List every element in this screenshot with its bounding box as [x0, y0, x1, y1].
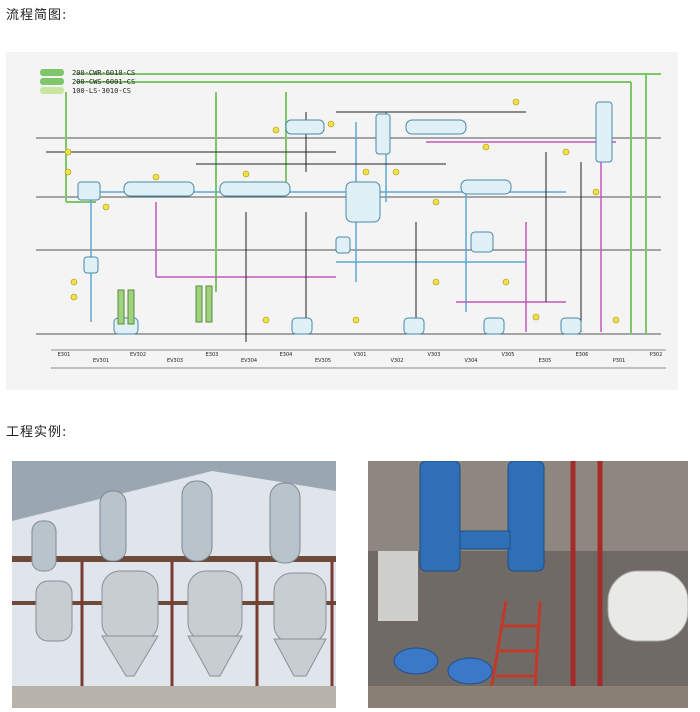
equipment-tag: EV303: [167, 358, 183, 364]
equipment-tag: EV304: [241, 358, 257, 364]
equipment-tag: V303: [428, 352, 441, 358]
pump-station-photo: [368, 461, 688, 708]
equipment-tag: EV305: [315, 358, 331, 364]
projects-heading: 工程实例:: [6, 425, 68, 440]
flow-diagram-heading: 流程简图:: [6, 8, 68, 23]
process-flow-diagram: 200-CWR-6010-CS 200-CWS-6001-CS 100-LS-3…: [6, 52, 678, 390]
process-lines: [46, 111, 582, 342]
equipment-tag: P301: [613, 358, 626, 364]
columns: [117, 285, 213, 325]
product-lines: [155, 141, 616, 332]
pipe-label-3: 100-LS-3010-CS: [72, 87, 131, 95]
equipment-vessels: [77, 101, 613, 335]
equipment-tag: V302: [391, 358, 404, 364]
pipe-label-tags: 200-CWR-6010-CS 200-CWS-6001-CS 100-LS-3…: [40, 69, 135, 95]
instruments: [64, 98, 620, 324]
pipe-label-2: 200-CWS-6001-CS: [72, 78, 135, 86]
equipment-tag: EV302: [130, 352, 146, 358]
equipment-tag-rows: [51, 349, 666, 369]
equipment-tag: E305: [539, 358, 552, 364]
equipment-tag: V305: [502, 352, 515, 358]
equipment-tag: E304: [280, 352, 293, 358]
cooling-water-lines: [65, 73, 661, 334]
equipment-tag: E301: [58, 352, 71, 358]
equipment-tag: V301: [354, 352, 367, 358]
equipment-tag: E306: [576, 352, 589, 358]
evaporator-towers-photo: [12, 461, 336, 708]
pipe-label-1: 200-CWR-6010-CS: [72, 69, 135, 77]
steam-lines: [90, 112, 566, 322]
equipment-tag: E303: [206, 352, 219, 358]
equipment-tag: P302: [650, 352, 663, 358]
equipment-tag: V304: [465, 358, 478, 364]
equipment-tag: EV301: [93, 358, 109, 364]
